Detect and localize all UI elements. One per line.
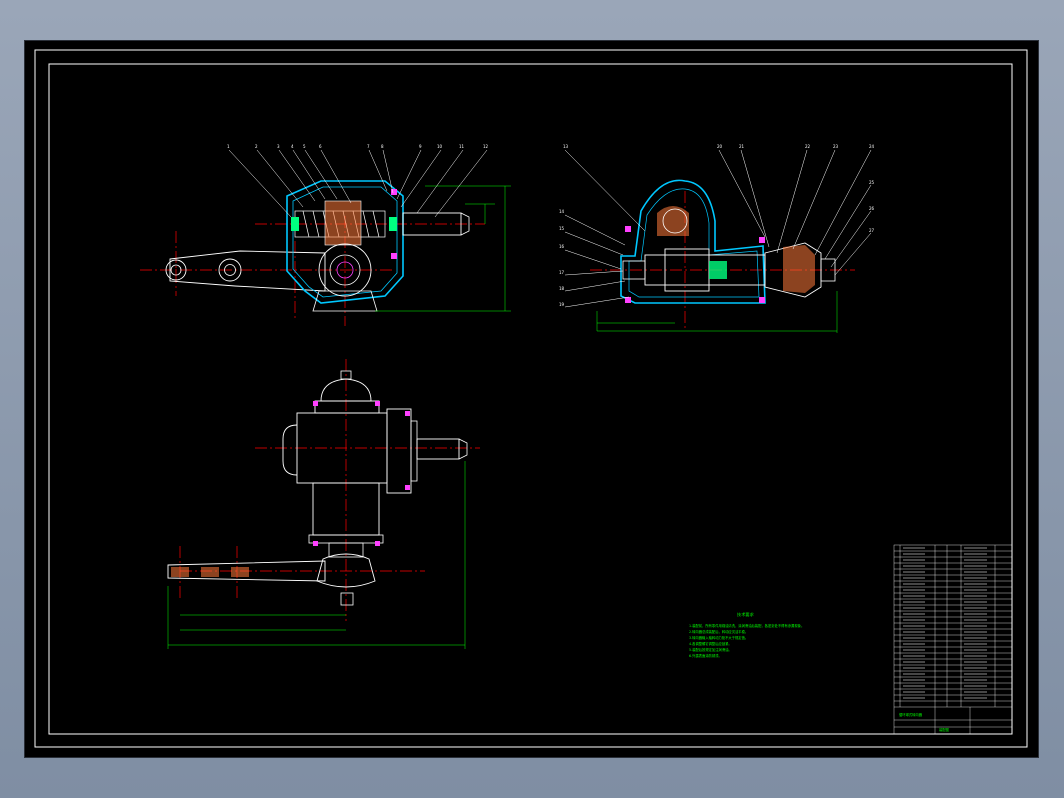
balloon-26: 26	[869, 206, 875, 211]
balloon-18: 18	[559, 286, 565, 291]
balloon-15: 15	[559, 226, 565, 231]
outer-frame	[34, 49, 1028, 748]
parts-list	[893, 544, 1013, 735]
balloon-3: 3	[277, 144, 280, 149]
notes-line-2: 2.转向器总成装配后，转动应灵活平稳。	[689, 629, 748, 634]
cad-drawing: 1 2 3 4 5 6 7 8 9 10 11 12	[34, 49, 1028, 748]
balloon-9: 9	[419, 144, 422, 149]
balloon-11: 11	[459, 144, 465, 149]
balloon-13: 13	[563, 144, 569, 149]
balloon-27: 27	[869, 228, 875, 233]
balloon-4: 4	[291, 144, 294, 149]
balloon-20: 20	[717, 144, 723, 149]
balloon-21: 21	[739, 144, 745, 149]
balloon-1: 1	[227, 144, 230, 149]
balloon-2: 2	[255, 144, 258, 149]
notes-line-1: 1.装配前，所有零件用煤油清洗，涂润滑油后装配，各密封处不得有渗漏现象。	[689, 623, 804, 628]
inner-frame	[48, 63, 1013, 735]
balloon-8: 8	[381, 144, 384, 149]
balloon-14: 14	[559, 209, 565, 214]
balloon-16: 16	[559, 244, 565, 249]
balloon-10: 10	[437, 144, 443, 149]
balloon-12: 12	[483, 144, 489, 149]
balloon-17: 17	[559, 270, 565, 275]
balloon-25: 25	[869, 180, 875, 185]
notes-line-5: 5.装配后按规定加注润滑油。	[689, 647, 732, 652]
balloon-22: 22	[805, 144, 811, 149]
notes-title: 技术要求	[737, 611, 755, 618]
view-1-section: 1 2 3 4 5 6 7 8 9 10 11 12	[140, 144, 511, 326]
title-block: 循环球式转向器 装配图	[899, 712, 950, 732]
technical-notes: 技术要求 1.装配前，所有零件用煤油清洗，涂润滑油后装配，各密封处不得有渗漏现象…	[689, 611, 804, 658]
balloon-7: 7	[367, 144, 370, 149]
view-3-top	[167, 359, 480, 649]
cad-viewport[interactable]: 1 2 3 4 5 6 7 8 9 10 11 12	[25, 41, 1038, 757]
notes-line-3: 3.转向器输入轴转动力矩不大于规定值。	[689, 635, 748, 640]
title-main: 循环球式转向器	[899, 712, 923, 717]
balloon-6: 6	[319, 144, 322, 149]
notes-line-6: 6.外露表面涂防锈漆。	[689, 653, 722, 658]
title-drawing-name: 装配图	[939, 727, 950, 732]
balloon-24: 24	[869, 144, 875, 149]
balloon-5: 5	[303, 144, 306, 149]
notes-line-4: 4.各调整螺钉调整后应锁紧。	[689, 641, 732, 646]
view-2-section: 13 20 21 22 23 24 14 15 16 17 18 19 25 2…	[559, 144, 875, 333]
balloon-19: 19	[559, 302, 565, 307]
balloon-23: 23	[833, 144, 839, 149]
